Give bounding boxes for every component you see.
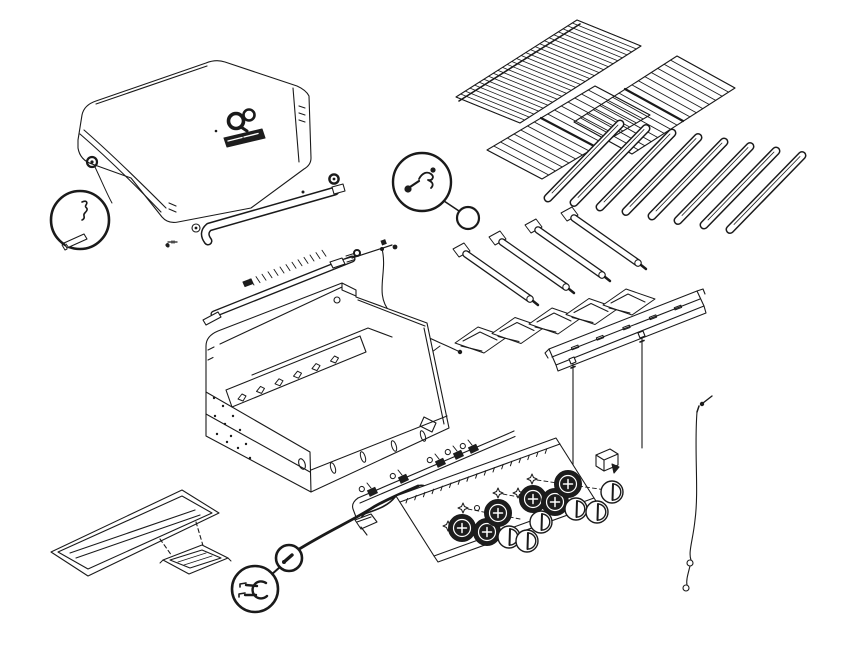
mounting-rail-part	[544, 288, 707, 372]
screw-135	[699, 395, 713, 407]
grease-tray-part	[50, 489, 220, 577]
firebox-part	[205, 282, 450, 493]
electrode-right-part	[637, 330, 646, 449]
lid-part	[77, 60, 312, 248]
wire-bracket-part	[354, 513, 378, 536]
lid-logo	[214, 108, 266, 148]
igniter-wire-long-part	[682, 405, 700, 592]
igniter-wire-part	[230, 484, 427, 614]
screw-clip-magnifier	[391, 151, 481, 231]
crossover-tube-part	[202, 239, 398, 326]
hinge-pin-magnifier	[49, 166, 113, 251]
electrode-left-part	[568, 356, 577, 471]
manifold-part	[352, 430, 516, 518]
igniter-module-part	[595, 448, 620, 474]
lid-handle-part	[191, 173, 346, 246]
drip-pan-part	[159, 544, 232, 575]
